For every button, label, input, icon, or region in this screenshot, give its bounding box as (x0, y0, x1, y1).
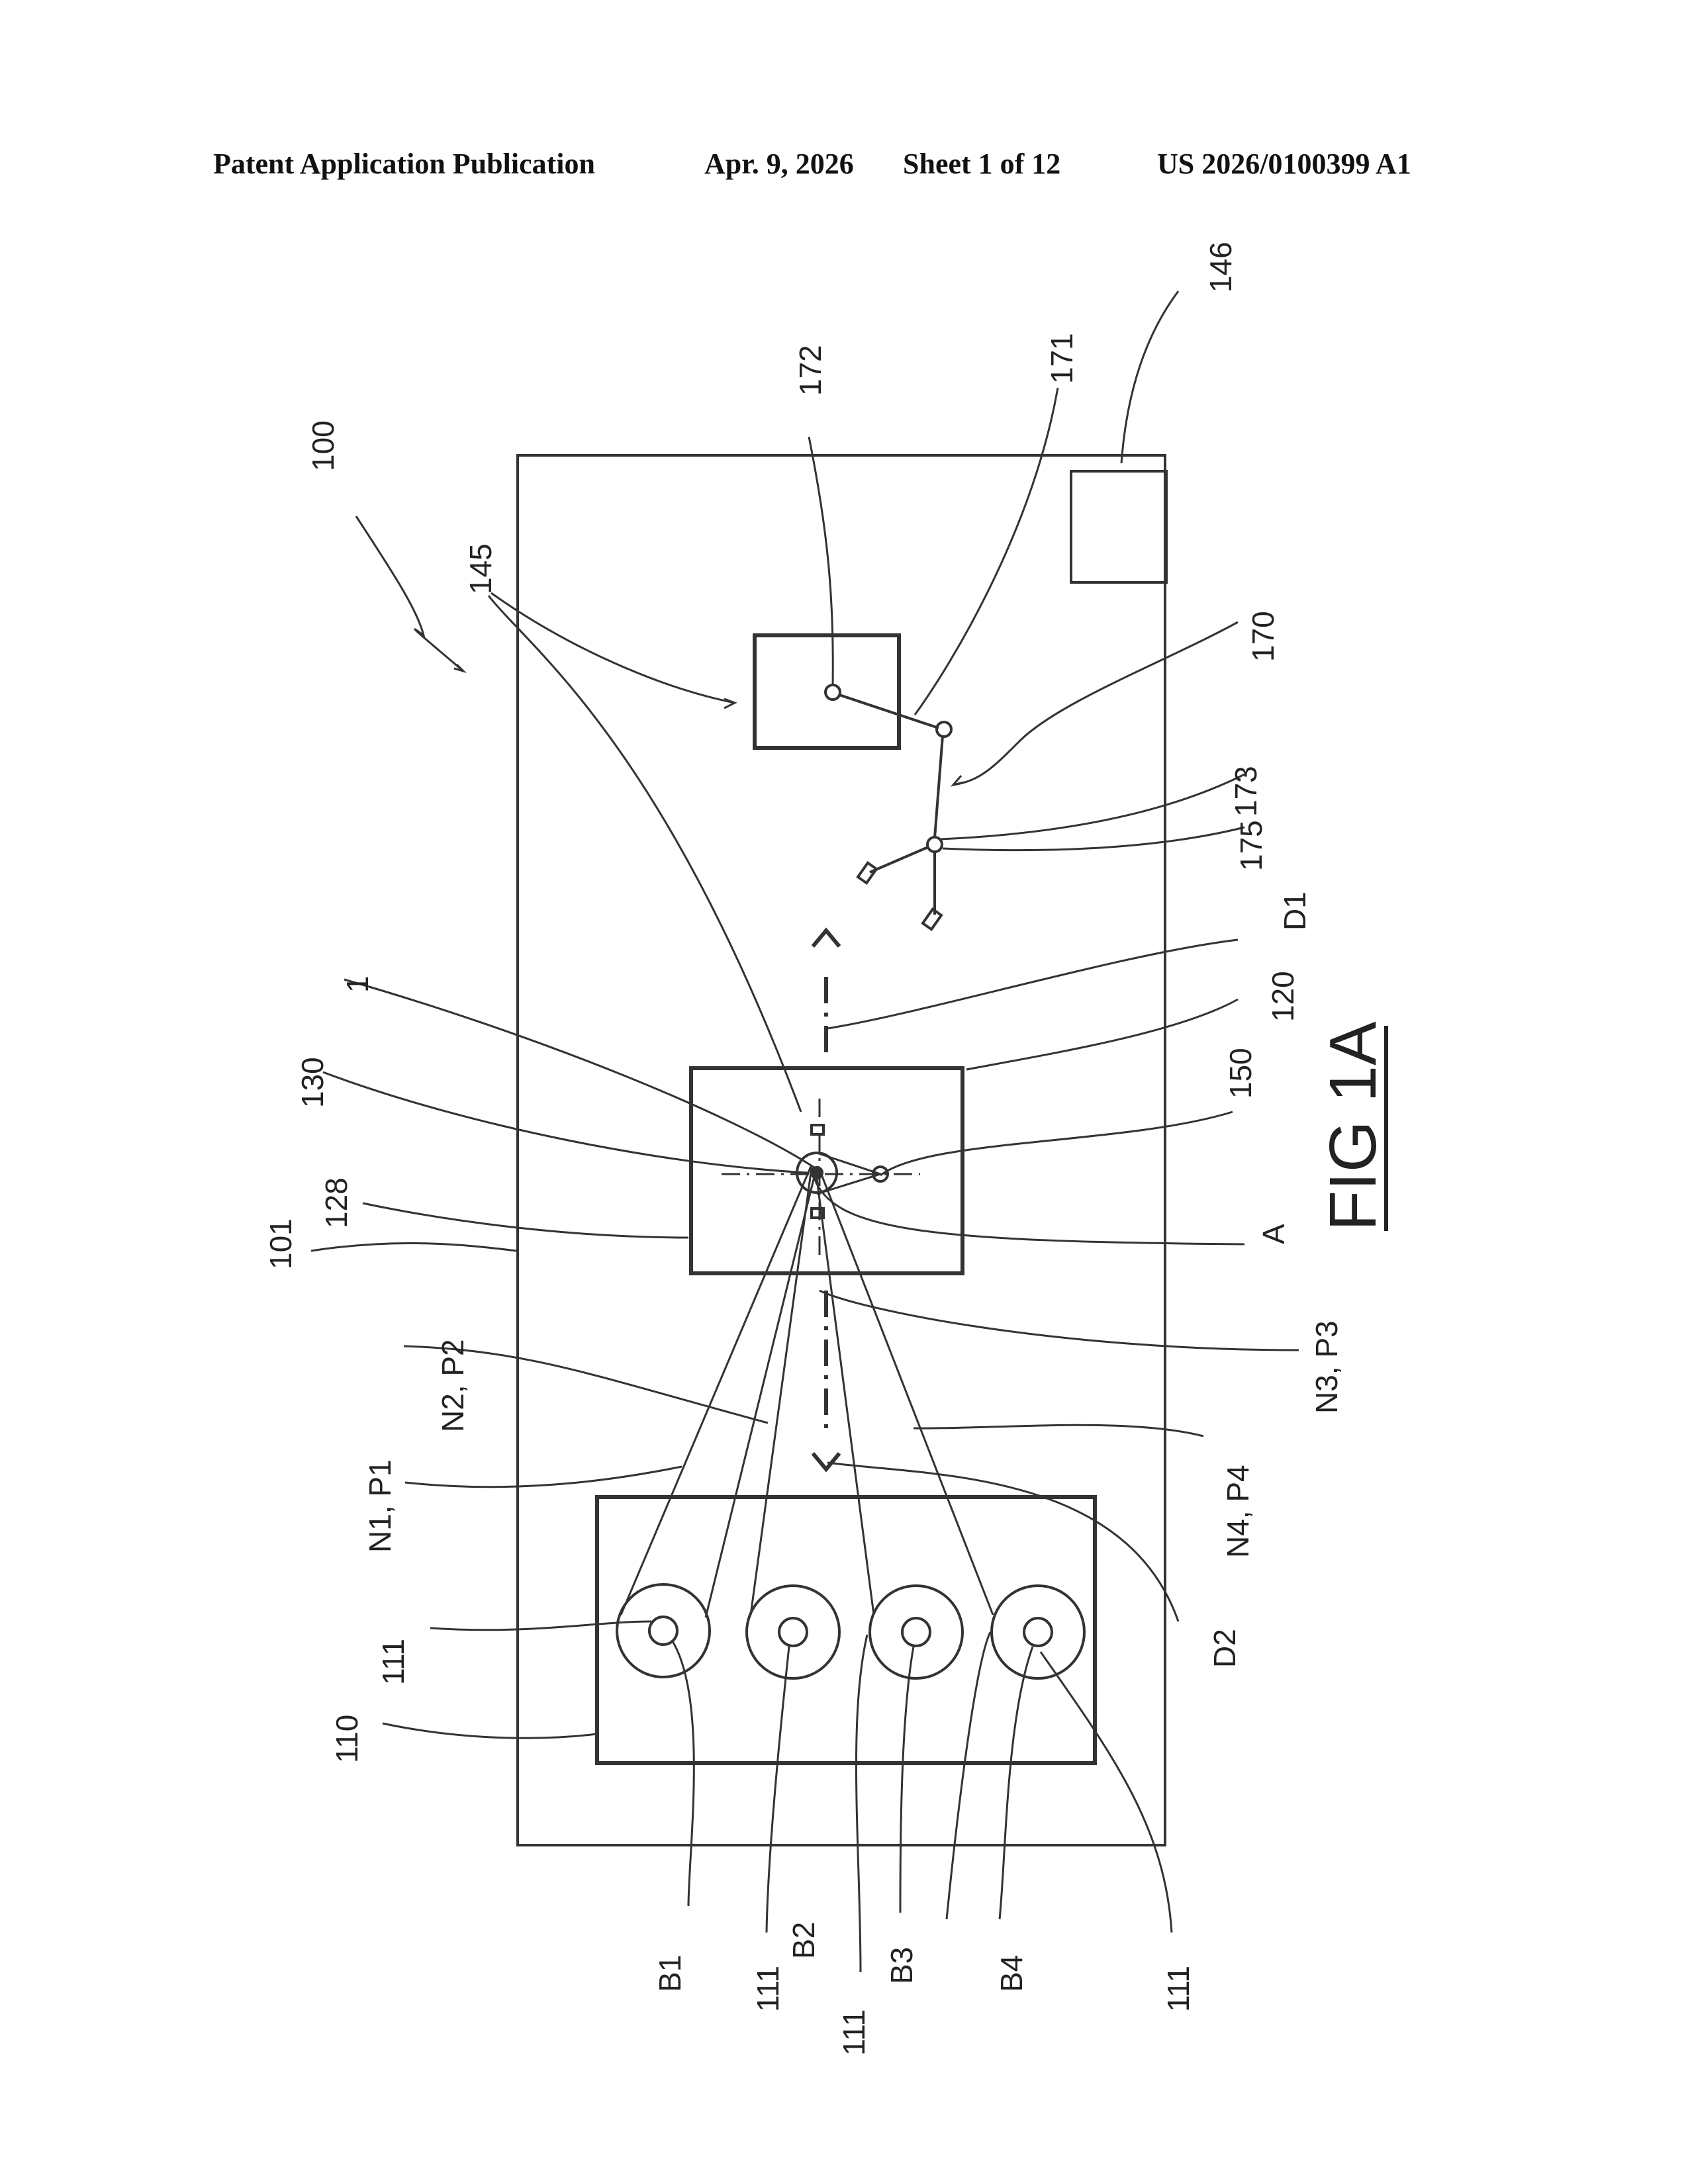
svg-text:172: 172 (793, 345, 827, 396)
label-b1: B1 (653, 1955, 687, 1992)
svg-text:110: 110 (330, 1715, 364, 1763)
label-145: 145 (463, 543, 498, 594)
label-n3-p3: N3, P3 (1309, 1320, 1344, 1414)
label-173: 173 (1229, 766, 1263, 817)
svg-text:N4, P4: N4, P4 (1221, 1465, 1255, 1558)
svg-text:171: 171 (1045, 333, 1079, 384)
label-d2: D2 (1207, 1629, 1242, 1668)
label-b2: B2 (786, 1922, 821, 1959)
svg-text:N1, P1: N1, P1 (363, 1459, 397, 1553)
figure-caption: FIG 1A (1316, 1021, 1390, 1231)
arm-170 (825, 685, 951, 929)
svg-text:D2: D2 (1207, 1629, 1242, 1668)
svg-text:B3: B3 (884, 1947, 919, 1984)
svg-text:N2, P2: N2, P2 (436, 1339, 470, 1432)
svg-text:128: 128 (319, 1177, 353, 1228)
bobbin-module-box (597, 1497, 1095, 1763)
label-146: 146 (1203, 242, 1238, 293)
svg-text:111: 111 (837, 2009, 871, 2056)
label-120: 120 (1266, 971, 1300, 1022)
bobbin-b2 (747, 1586, 839, 1678)
svg-text:145: 145 (463, 543, 498, 594)
leader-lines (311, 291, 1299, 1972)
svg-text:111: 111 (1161, 1966, 1196, 2012)
label-d1: D1 (1278, 891, 1312, 931)
svg-text:120: 120 (1266, 971, 1300, 1022)
svg-text:146: 146 (1203, 242, 1238, 293)
svg-text:B4: B4 (994, 1955, 1029, 1992)
label-101: 101 (263, 1218, 298, 1269)
label-b4: B4 (994, 1955, 1029, 1992)
label-128: 128 (319, 1177, 353, 1228)
label-n4-p4: N4, P4 (1221, 1465, 1255, 1558)
bobbin-b1 (617, 1584, 710, 1677)
label-111-b4: 111 (1161, 1966, 1196, 2012)
svg-text:B2: B2 (786, 1922, 821, 1959)
label-100: 100 (306, 420, 340, 471)
bobbin-b3 (870, 1586, 962, 1678)
label-170: 170 (1246, 611, 1280, 662)
svg-text:100: 100 (306, 420, 340, 471)
svg-text:N3, P3: N3, P3 (1309, 1320, 1344, 1414)
label-a: A (1256, 1224, 1291, 1244)
svg-text:173: 173 (1229, 766, 1263, 817)
label-111-top: 111 (376, 1639, 410, 1685)
svg-text:101: 101 (263, 1218, 298, 1269)
svg-text:A: A (1256, 1224, 1291, 1244)
label-172: 172 (793, 345, 827, 396)
label-111-b3: 111 (837, 2009, 871, 2056)
label-111-b2: 111 (751, 1966, 785, 2012)
label-n2-p2: N2, P2 (436, 1339, 470, 1432)
label-175: 175 (1234, 820, 1268, 871)
svg-text:130: 130 (295, 1057, 330, 1108)
svg-text:111: 111 (751, 1966, 785, 2012)
svg-text:B1: B1 (653, 1955, 687, 1992)
label-1: 1 (340, 976, 375, 993)
label-171: 171 (1045, 333, 1079, 384)
center-module-box (691, 1068, 962, 1273)
box-146 (1071, 471, 1166, 582)
label-150: 150 (1223, 1048, 1258, 1099)
svg-text:1: 1 (340, 976, 375, 993)
svg-text:170: 170 (1246, 611, 1280, 662)
svg-text:150: 150 (1223, 1048, 1258, 1099)
svg-text:111: 111 (376, 1639, 410, 1685)
label-b3: B3 (884, 1947, 919, 1984)
label-n1-p1: N1, P1 (363, 1459, 397, 1553)
svg-text:175: 175 (1234, 820, 1268, 871)
label-110: 110 (330, 1715, 364, 1763)
label-130: 130 (295, 1057, 330, 1108)
svg-text:FIG 1A: FIG 1A (1316, 1021, 1390, 1231)
svg-text:D1: D1 (1278, 891, 1312, 931)
bobbin-b4 (992, 1586, 1084, 1678)
